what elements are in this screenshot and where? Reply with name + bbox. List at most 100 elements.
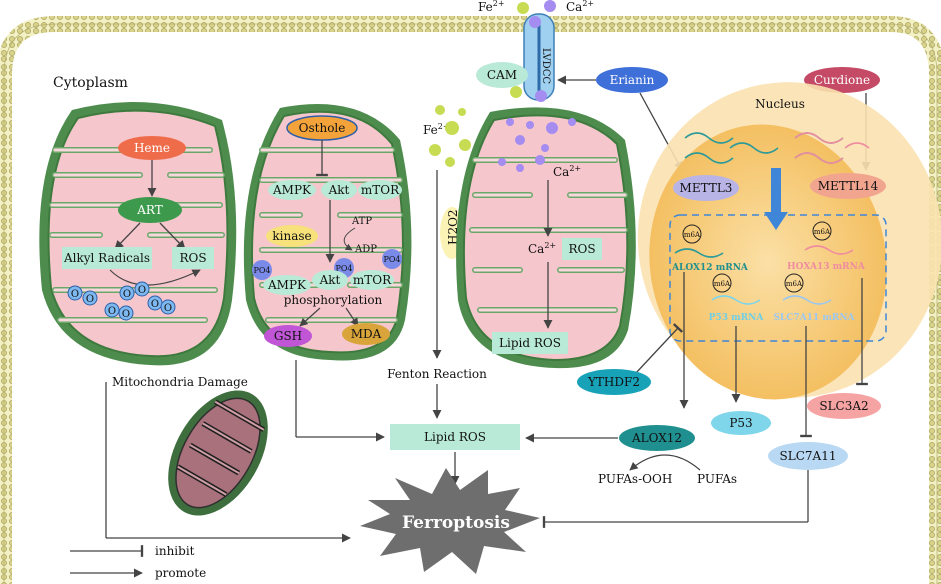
svg-text:H2O2: H2O2 [446, 209, 460, 245]
svg-text:SLC7A11: SLC7A11 [780, 449, 837, 463]
svg-text:m6A: m6A [714, 280, 731, 288]
hoxa13-mrna-label: HOXA13 mRNA [787, 262, 866, 272]
svg-text:O: O [122, 309, 130, 320]
akt-bottom: Akt [312, 270, 348, 290]
slc3a2-node: SLC3A2 [807, 393, 881, 419]
svg-text:kinase: kinase [272, 229, 311, 243]
svg-text:ROS: ROS [568, 242, 595, 256]
svg-text:O: O [108, 306, 116, 317]
cytoplasm-label: Cytoplasm [53, 75, 128, 91]
ampk-top: AMPK [268, 180, 316, 200]
m6a-hoxa13: m6A [812, 221, 832, 241]
nucleus: Nucleus [637, 82, 941, 400]
svg-text:Fe2+: Fe2+ [423, 122, 450, 137]
fenton-label: Fenton Reaction [387, 367, 487, 381]
mtor-bottom: mTOR [350, 270, 394, 290]
svg-text:PO4: PO4 [335, 264, 352, 273]
mtor-top: mTOR [358, 180, 402, 200]
svg-text:AMPK: AMPK [272, 183, 312, 197]
alox12-mrna-label: ALOX12 mRNA [671, 263, 749, 273]
po4-3: PO4 [382, 249, 402, 269]
m6a-alox12: m6A [682, 224, 702, 244]
ca-label-1: Ca2+ [553, 164, 581, 179]
svg-text:AMPK: AMPK [267, 278, 307, 292]
mito-damage-label: Mitochondria Damage [112, 375, 248, 389]
ca-cluster-mito3 [498, 118, 576, 172]
svg-text:Heme: Heme [134, 141, 170, 155]
svg-text:PO4: PO4 [383, 255, 400, 264]
mettl14-node: METTL14 [810, 173, 886, 199]
lipid-ros-mito3: Lipid ROS [492, 332, 568, 354]
svg-text:MDA: MDA [351, 327, 382, 341]
alkyl-radicals-node: Alkyl Radicals [62, 247, 152, 269]
slc7a11-node: SLC7A11 [768, 442, 848, 470]
ca-label-2: Ca2+ [528, 241, 556, 256]
svg-text:PO4: PO4 [253, 266, 270, 275]
svg-text:METTL3: METTL3 [680, 181, 733, 195]
adp-label: ADP [354, 244, 377, 255]
svg-text:Curdione: Curdione [814, 73, 870, 87]
lipid-ros-main: Lipid ROS [390, 424, 520, 450]
svg-text:mTOR: mTOR [353, 273, 392, 287]
art-node: ART [118, 197, 182, 223]
erianin-node: Erianin [596, 67, 668, 93]
m6a-p53: m6A [712, 273, 732, 293]
cam-node: CAM [476, 62, 528, 88]
svg-text:Osthole: Osthole [299, 121, 346, 135]
svg-text:Ferroptosis: Ferroptosis [402, 513, 510, 533]
svg-text:m6A: m6A [814, 228, 831, 236]
nucleus-label: Nucleus [755, 97, 805, 111]
ferroptosis-burst: Ferroptosis [360, 468, 540, 574]
ythdf2-node: YTHDF2 [577, 369, 651, 395]
svg-text:YTHDF2: YTHDF2 [587, 375, 640, 389]
svg-text:METTL14: METTL14 [818, 179, 879, 193]
osthole-node: Osthole [286, 115, 358, 141]
m6a-slc7a11: m6A [784, 273, 804, 293]
lvdcc-channel: LVDCC [523, 13, 555, 101]
atp-label: ATP [351, 216, 372, 227]
po4-1: PO4 [252, 260, 272, 280]
oxygen-cluster: O O O O O O O O [67, 281, 176, 321]
mda-node: MDA [342, 323, 390, 345]
svg-text:Akt: Akt [328, 183, 350, 197]
kinase-node: kinase [266, 225, 318, 247]
svg-text:O: O [164, 303, 172, 314]
svg-text:SLC3A2: SLC3A2 [819, 399, 868, 413]
svg-text:m6A: m6A [684, 231, 701, 239]
legend-promote: promote [155, 566, 206, 580]
lvdcc-label: LVDCC [540, 48, 551, 84]
phosphorylation-label: phosphorylation [284, 293, 383, 307]
ca-ion-label: Ca2+ [566, 0, 594, 14]
svg-text:O: O [71, 289, 79, 300]
p53-node: P53 [711, 411, 771, 435]
svg-text:O: O [138, 285, 146, 296]
svg-text:O: O [123, 289, 131, 300]
heme-node: Heme [118, 136, 186, 160]
svg-text:CAM: CAM [487, 68, 517, 82]
svg-text:Akt: Akt [319, 273, 341, 287]
small-mitochondrion [168, 390, 268, 516]
cell-membrane [0, 16, 941, 584]
svg-text:O: O [151, 299, 159, 310]
akt-top: Akt [321, 180, 357, 200]
svg-text:Lipid ROS: Lipid ROS [424, 430, 486, 444]
alox12-node: ALOX12 [619, 425, 695, 451]
svg-text:mTOR: mTOR [361, 183, 400, 197]
ros-node-mito1: ROS [172, 247, 214, 269]
legend: inhibit promote [70, 544, 206, 580]
mettl3-node: METTL3 [673, 175, 739, 201]
slc7a11-mrna-label: SLC7A11 mRNA [773, 313, 855, 323]
svg-text:O: O [86, 294, 94, 305]
svg-text:ALOX12: ALOX12 [631, 431, 682, 445]
fe-cluster: Fe2+ [423, 105, 471, 167]
ros-node-mito3: ROS [562, 238, 602, 260]
svg-text:GSH: GSH [274, 329, 302, 343]
pufas-label: PUFAs [697, 472, 737, 486]
svg-text:ART: ART [136, 203, 163, 217]
gsh-node: GSH [264, 325, 312, 347]
fe-ion-label: Fe2+ [478, 0, 505, 14]
p53-mrna-label: P53 mRNA [709, 313, 765, 323]
svg-text:Lipid ROS: Lipid ROS [499, 336, 561, 350]
